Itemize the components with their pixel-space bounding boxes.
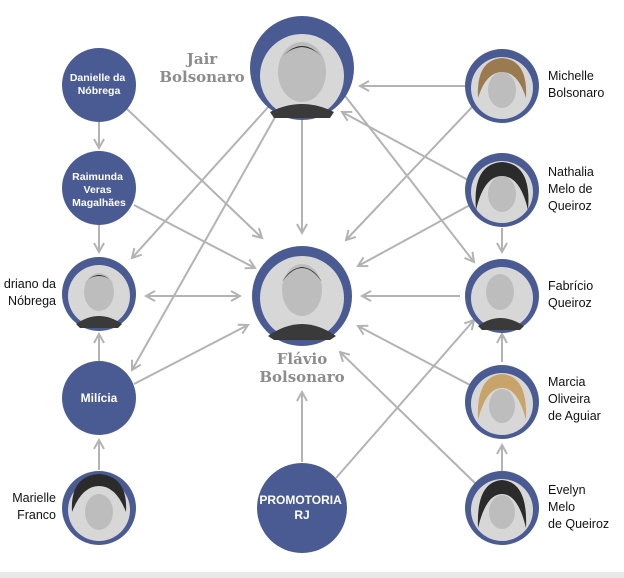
node-danielle-label: Danielle da Nóbrega [70, 72, 128, 97]
arrow-evelyn-flavio [340, 352, 477, 485]
arrow-nathalia-flavio [358, 204, 471, 266]
node-milicia-label: Milícia [81, 391, 118, 405]
bottom-edge [0, 572, 624, 578]
label-fabricio: Fabrício Queiroz [548, 279, 594, 310]
arrows [99, 86, 502, 485]
label-marielle: Marielle Franco [12, 491, 56, 522]
arrow-promotoria-fabricio [335, 320, 474, 479]
label-michelle: Michelle Bolsonaro [548, 69, 605, 100]
arrow-michelle-flavio [346, 105, 474, 240]
node-promotoria: PROMOTORIA RJ [257, 463, 347, 553]
photo-nathalia [465, 153, 539, 227]
name-flavio: Flávio Bolsonaro [259, 350, 345, 386]
photo-flavio [252, 246, 352, 346]
photo-michelle [465, 49, 539, 123]
photo-marcia [465, 365, 539, 439]
node-danielle: Danielle da Nóbrega [62, 48, 136, 122]
photo-jair [250, 16, 354, 120]
photo-fabricio [465, 259, 539, 333]
arrow-jair-fabricio [341, 91, 474, 262]
label-evelyn: Evelyn Melo de Queiroz [548, 483, 610, 531]
arrow-raimunda-flavio [133, 204, 255, 268]
photo-adriano [62, 257, 136, 331]
arrow-milicia-flavio [133, 325, 248, 385]
arrow-nathalia-jair [342, 112, 469, 181]
label-nathalia: Nathalia Melo de Queiroz [548, 165, 594, 213]
label-adriano: driano da Nóbrega [3, 277, 56, 308]
arrow-jair-milicia [132, 111, 279, 370]
name-jair: Jair Bolsonaro [159, 50, 245, 86]
arrow-jair-adriano [132, 104, 271, 258]
node-raimunda-label: Raimunda Veras Magalhães [72, 171, 126, 209]
label-marcia: Marcia Oliveira de Aguiar [548, 375, 601, 423]
node-raimunda: Raimunda Veras Magalhães [62, 151, 136, 225]
arrow-danielle-flavio [125, 107, 262, 238]
photo-evelyn [465, 471, 539, 545]
node-promotoria-label: PROMOTORIA RJ [259, 493, 344, 522]
photo-marielle [62, 471, 136, 545]
node-milicia: Milícia [62, 361, 136, 435]
arrow-marcia-flavio [358, 326, 471, 386]
